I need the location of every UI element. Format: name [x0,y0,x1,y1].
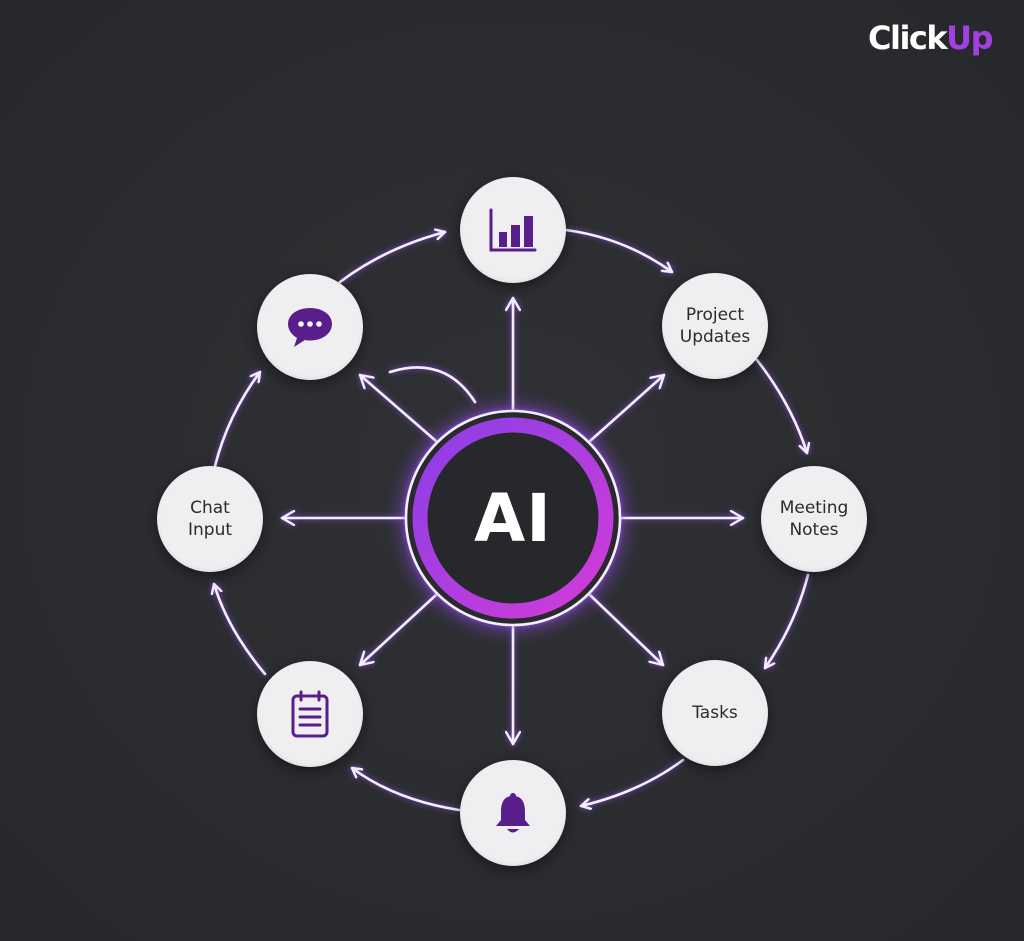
node-notifications[interactable] [460,760,566,866]
hub-spokes [280,296,745,746]
arrow-project-updates-to-meeting-notes [755,358,807,455]
logo-text-accent: Up [946,19,993,57]
spoke-to-tasks [588,593,665,667]
chat-bubble-icon [288,308,332,347]
bell-icon [496,793,530,833]
clickup-logo: ClickUp [868,19,994,57]
arrow-docs-to-chat-input [214,582,267,676]
node-chat-input[interactable]: Chat Input [157,466,263,572]
spoke-to-docs [358,593,438,667]
node-analytics[interactable] [460,177,566,283]
notepad-icon [291,690,329,738]
logo-text-prefix: Click [868,19,948,57]
node-meeting-notes-label: Meeting Notes [779,498,849,540]
node-project-updates-label: Project Updates [679,305,751,347]
node-docs[interactable] [257,661,363,767]
bar-chart-icon [489,208,537,252]
arrow-messages-to-analytics [338,232,447,284]
node-project-updates[interactable]: Project Updates [662,273,768,379]
outer-cycle-arrows [213,228,810,812]
node-meeting-notes[interactable]: Meeting Notes [761,466,867,572]
spoke-to-project-updates [588,373,666,443]
node-tasks-label: Tasks [692,703,738,723]
arrow-notifications-to-docs [350,766,461,812]
hub-rings [404,409,622,627]
ai-hub-label: AI [474,479,552,557]
arrow-meeting-notes-to-tasks [763,573,810,670]
spoke-to-messages [358,373,438,443]
arrow-analytics-to-project-updates [564,228,674,274]
curved-accent-arc [388,366,477,404]
arrow-chat-input-to-messages [213,370,262,468]
ai-hub[interactable]: AI [408,413,618,623]
node-tasks[interactable]: Tasks [662,660,768,766]
node-messages[interactable] [257,274,363,380]
arrow-tasks-to-notifications [579,758,685,806]
node-chat-input-label: Chat Input [187,498,233,540]
